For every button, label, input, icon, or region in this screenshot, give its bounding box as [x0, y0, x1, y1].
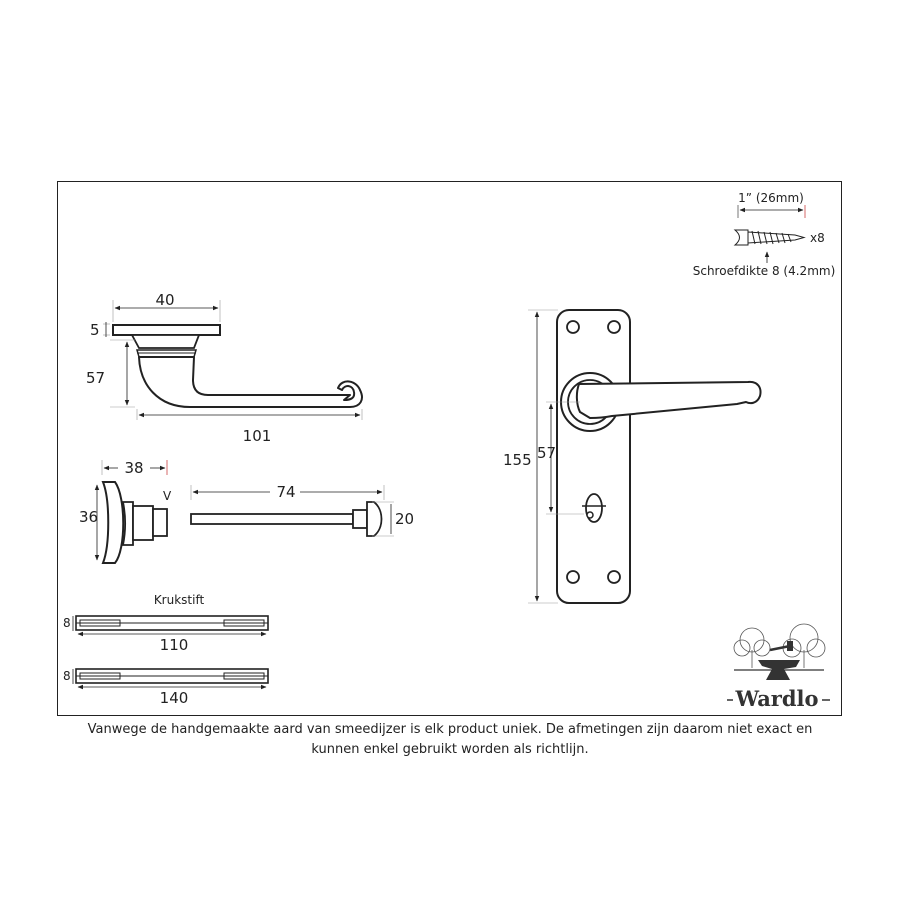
spindle-thickness: 8	[63, 616, 71, 630]
handle-projection-dimension: 57	[86, 369, 105, 387]
spindle-110: 8 110	[63, 615, 269, 654]
spindle-length: 110	[160, 636, 189, 654]
spindles-section: Krukstift 8 110 8 140	[63, 593, 269, 707]
screw-gauge-label: Schroefdikte 8 (4.2mm)	[693, 264, 836, 278]
spindle-thickness: 8	[63, 669, 71, 683]
screw-detail: 1” (26mm) x8 Schroefdikte 8 (4.2mm)	[693, 191, 836, 278]
rose-thickness-dimension: 5	[90, 321, 100, 339]
disclaimer-line-1: Vanwege de handgemaakte aard van smeedij…	[87, 722, 813, 737]
thumbturn-view: 38 V 36	[79, 459, 172, 564]
thumbturn-height-dimension: 36	[79, 508, 98, 526]
backplate-height-dimension: 155	[503, 451, 532, 469]
spindle-diameter-dimension: 20	[395, 510, 414, 528]
spindle-length: 140	[160, 689, 189, 707]
spindle-140: 8 140	[63, 668, 269, 707]
screw-length-label: 1” (26mm)	[738, 191, 804, 205]
handle-side-view: 40 5 57 101	[86, 291, 363, 445]
disclaimer: Vanwege de handgemaakte aard van smeedij…	[60, 720, 840, 760]
handle-width-dimension: 40	[155, 291, 174, 309]
drawing-border	[57, 181, 842, 716]
tree-icon	[733, 623, 826, 668]
screw-icon	[733, 229, 749, 246]
handle-length-dimension: 101	[243, 427, 272, 445]
logo-text: Wardlo	[734, 686, 818, 711]
spindle-length-dimension: 74	[276, 483, 295, 501]
backplate-front-view: 155 57	[503, 309, 762, 604]
anvil-icon	[758, 660, 800, 680]
disclaimer-line-2: kunnen enkel gebruikt worden als richtli…	[311, 742, 589, 757]
release-spindle-view: 74 20	[190, 483, 414, 537]
screw-quantity: x8	[810, 231, 825, 245]
wardlo-logo: Wardlo	[727, 623, 830, 711]
thumbturn-v-label: V	[163, 489, 172, 503]
spindles-title: Krukstift	[154, 593, 205, 607]
thumbturn-depth-dimension: 38	[124, 459, 143, 477]
center-distance-dimension: 57	[537, 444, 556, 462]
